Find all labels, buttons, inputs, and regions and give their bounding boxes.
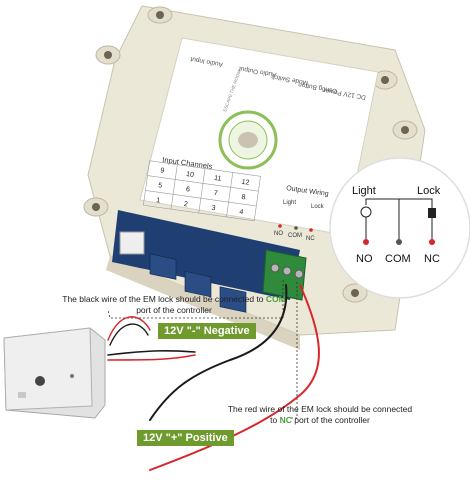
- output-terminal-nc: NC: [306, 236, 315, 242]
- output-terminal-com: COM: [288, 233, 302, 239]
- lock-icon: [428, 208, 436, 240]
- channel-number: 1: [156, 197, 161, 204]
- channel-number: 12: [241, 179, 250, 187]
- bulb-icon: [360, 206, 372, 240]
- wiring-inset: Light Lock NO COM NC: [329, 157, 470, 299]
- caption-black-pre: The black wire of the EM lock should be …: [62, 294, 266, 304]
- caption-red-wire: The red wire of the EM lock should be co…: [225, 404, 415, 426]
- em-lock: [3, 327, 106, 419]
- pcb-board: [112, 210, 307, 313]
- wire-red-lock: [107, 354, 196, 361]
- inset-terminal-com: COM: [385, 253, 411, 265]
- caption-black-wire: The black wire of the EM lock should be …: [58, 294, 290, 316]
- channel-number: 9: [160, 167, 165, 174]
- caption-red-highlight: NC: [279, 415, 292, 425]
- output-lock-label: Lock: [311, 204, 325, 210]
- inset-light-label: Light: [352, 185, 376, 197]
- channel-grid-line: [226, 172, 234, 217]
- wires: [107, 284, 320, 471]
- inset-lock-label: Lock: [417, 185, 441, 197]
- caption-black-post: port of the controller: [136, 305, 212, 315]
- terminal-block: [262, 249, 307, 301]
- tag-12v-positive: 12V "+" Positive: [137, 430, 234, 446]
- tag-12v-negative: 12V "-" Negative: [158, 323, 256, 339]
- wire-black-lock: [107, 349, 196, 356]
- channel-grid-line: [253, 176, 261, 221]
- channel-grid-line: [143, 160, 150, 206]
- channel-grid-line: [198, 168, 206, 214]
- channel-number: 5: [158, 182, 163, 189]
- connector-white: [119, 231, 145, 255]
- output-terminal-no: NO: [274, 231, 283, 237]
- wire-red-long: [149, 284, 320, 471]
- channel-number: 10: [186, 171, 195, 179]
- channel-number: 7: [213, 190, 218, 197]
- channel-number: 8: [241, 194, 246, 201]
- caption-black-highlight: COM: [265, 294, 286, 304]
- wire-black-long: [149, 284, 288, 421]
- caption-red-pre: The red wire of the EM lock should be co…: [227, 404, 413, 425]
- channel-number: 4: [239, 209, 244, 216]
- leader-lines: [107, 280, 298, 419]
- channel-grid-line: [170, 164, 178, 210]
- channel-number: 3: [211, 205, 216, 212]
- channel-number: 6: [185, 186, 190, 193]
- channel-number: 11: [214, 175, 222, 183]
- channel-number: 2: [183, 201, 188, 208]
- inset-terminal-nc: NC: [424, 253, 440, 265]
- output-light-label: Light: [283, 200, 296, 206]
- caption-red-post: port of the controller: [291, 415, 370, 425]
- inset-terminal-no: NO: [356, 253, 373, 265]
